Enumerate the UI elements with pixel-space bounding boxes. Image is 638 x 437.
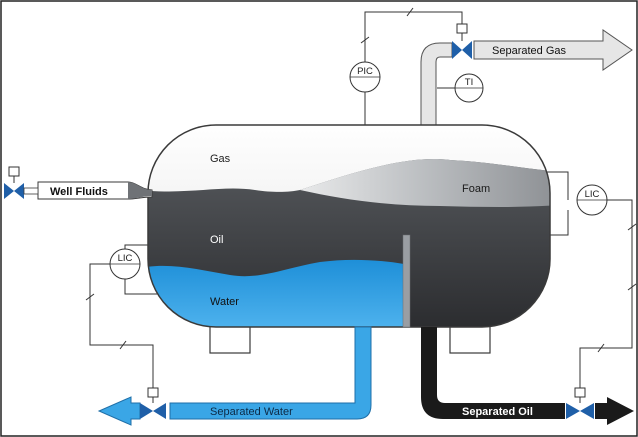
water-valve-actuator-icon <box>147 387 159 398</box>
right-saddle <box>449 324 491 354</box>
inlet-valve-body-icon <box>4 183 14 199</box>
well-fluids-label: Well Fluids <box>50 186 108 198</box>
inlet-mouth <box>128 182 152 199</box>
lic-right-tap-bottom <box>547 210 569 236</box>
lic-right-instrument[interactable]: LIC <box>576 184 608 216</box>
separated-gas-label: Separated Gas <box>492 45 566 57</box>
oil-outlet-pipe <box>421 327 565 419</box>
lic-left-signal-line <box>89 263 154 388</box>
lic-right-signal-line <box>579 199 633 388</box>
separated-water-arrow <box>97 396 141 426</box>
lic-right-label: LIC <box>585 189 600 200</box>
water-outlet-pipe <box>169 326 372 420</box>
inlet-valve-actuator-icon <box>8 166 20 177</box>
pic-signal-line <box>364 11 463 62</box>
gas-valve-actuator-icon <box>456 23 468 34</box>
lic-left-label: LIC <box>118 253 133 264</box>
water-label: Water <box>210 296 239 308</box>
weir-plate <box>402 234 411 328</box>
inlet-valve[interactable] <box>4 166 39 199</box>
oil-dump-valve[interactable] <box>566 387 594 419</box>
separated-water-label: Separated Water <box>210 406 293 418</box>
foam-layer <box>300 159 550 207</box>
vessel-shell <box>147 124 551 328</box>
ti-instrument[interactable]: TI <box>454 73 484 103</box>
signal-lines <box>13 11 633 388</box>
separator-vessel <box>147 124 551 328</box>
oil-valve-body-icon <box>566 403 580 419</box>
ti-label: TI <box>465 77 473 88</box>
lic-right-tap-top <box>547 171 569 200</box>
gas-label: Gas <box>210 153 231 165</box>
gas-valve-body-icon <box>452 41 462 59</box>
left-saddle <box>209 324 251 354</box>
separated-oil-label: Separated Oil <box>462 406 533 418</box>
foam-label: Foam <box>462 183 490 195</box>
water-dump-valve[interactable] <box>140 387 166 419</box>
separated-oil-arrow <box>595 397 634 425</box>
gas-control-valve[interactable] <box>452 23 472 59</box>
gas-outlet-pipe <box>420 42 453 128</box>
lic-left-instrument[interactable]: LIC <box>109 248 141 280</box>
water-valve-body-icon <box>140 403 153 419</box>
water-phase <box>148 259 404 327</box>
signal-hash-marks <box>85 7 637 353</box>
pic-label: PIC <box>357 66 373 77</box>
pic-instrument[interactable]: PIC <box>349 61 381 93</box>
lic-left-tap-bottom <box>124 273 160 295</box>
separated-gas-arrow <box>473 29 633 71</box>
oil-label: Oil <box>210 234 223 246</box>
oil-valve-actuator-icon <box>574 387 586 398</box>
